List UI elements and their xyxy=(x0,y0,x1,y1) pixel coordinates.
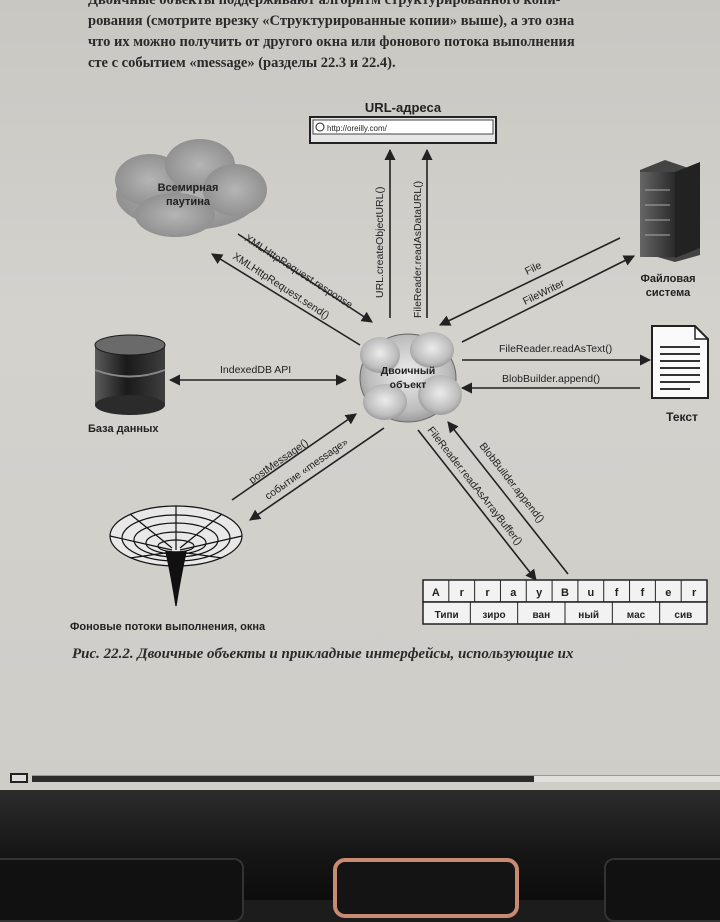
label-indexeddb: IndexedDB API xyxy=(220,364,291,376)
center-label-line: объект xyxy=(390,379,427,391)
arrows xyxy=(168,148,652,581)
arrow-file xyxy=(438,237,621,326)
progress-fill xyxy=(32,776,535,782)
arrow-file-writer xyxy=(461,255,636,343)
figure-caption: Рис. 22.2. Двоичные объекты и прикладные… xyxy=(72,646,712,663)
typed-array-cell: ван xyxy=(533,610,551,621)
label-blob-append-text: BlobBuilder.append() xyxy=(502,373,600,385)
label-blob-append-ab: BlobBuilder.append() xyxy=(477,440,547,525)
typed-array-cell: зиро xyxy=(482,610,505,621)
array-buffer-letter: u xyxy=(587,587,594,599)
array-buffer-letter: B xyxy=(561,587,569,599)
body-line: Двоичные объекты поддерживают алгоритм с… xyxy=(88,0,561,8)
home-button[interactable] xyxy=(333,858,519,918)
db-label: База данных xyxy=(88,423,159,435)
url-box-title: URL-адреса xyxy=(365,100,442,115)
typed-array-cell: ный xyxy=(578,610,599,621)
database-icon xyxy=(94,334,166,415)
fs-label-line: Файловая xyxy=(641,273,696,285)
book-progress-icon xyxy=(10,773,28,783)
array-buffer-letter: A xyxy=(432,587,440,599)
arrow-xhr-response xyxy=(211,253,361,346)
label-file: File xyxy=(523,259,544,277)
body-line: что их можно получить от другого окна ил… xyxy=(88,34,575,50)
typed-array-cell: мас xyxy=(627,610,646,621)
text-label: Текст xyxy=(666,410,698,424)
progress-track xyxy=(32,775,720,782)
web-cloud: Всемирная паутина xyxy=(115,139,267,237)
body-line: рования (смотрите врезку «Структурирован… xyxy=(88,13,575,29)
arrow-post-message xyxy=(231,413,357,501)
array-buffer-letter: r xyxy=(460,587,465,599)
array-buffer-letter: y xyxy=(536,587,543,599)
array-buffer-letter: e xyxy=(665,587,671,599)
typed-array-cell: сив xyxy=(674,610,692,621)
array-buffer-letter: a xyxy=(510,587,517,599)
url-value: http://oreilly.com/ xyxy=(327,124,388,133)
right-hardware-button[interactable] xyxy=(604,858,720,922)
body-paragraph: Двоичные объекты поддерживают алгоритм с… xyxy=(88,0,720,74)
server-icon xyxy=(640,160,700,262)
book-page: Двоичные объекты поддерживают алгоритм с… xyxy=(0,0,720,790)
arrow-read-as-arraybuffer xyxy=(417,429,537,581)
array-buffer-letter: f xyxy=(641,587,645,599)
array-buffer-letter: r xyxy=(692,587,697,599)
center-label-line: Двоичный xyxy=(381,365,436,377)
array-buffer-letter: f xyxy=(615,587,619,599)
arrow-blob-append-ab xyxy=(447,421,569,575)
label-data-url: FileReader.readAsDataURL() xyxy=(412,181,424,318)
fs-label-line: система xyxy=(646,287,691,299)
web-label-line: Всемирная xyxy=(158,182,219,194)
web-label-line: паутина xyxy=(166,196,211,208)
arrow-message-event xyxy=(249,427,385,521)
caption-text: Двоичные объекты и прикладные интерфейсы… xyxy=(137,646,574,662)
label-create-url: URL.createObjectURL() xyxy=(374,187,386,298)
caption-number: Рис. 22.2. xyxy=(72,646,134,662)
globe-icon xyxy=(315,122,325,132)
blob-cloud: Двоичный объект xyxy=(359,332,462,423)
document-icon xyxy=(651,325,709,399)
label-read-as-text: FileReader.readAsText() xyxy=(499,343,612,355)
workers-label: Фоновые потоки выполнения, окна xyxy=(70,621,266,633)
arrow-xhr-send xyxy=(237,233,373,323)
array-buffer-letter: r xyxy=(485,587,490,599)
vortex-icon xyxy=(109,505,243,607)
reading-progress xyxy=(0,770,720,786)
left-hardware-button[interactable] xyxy=(0,858,244,922)
typed-array-cell: Типи xyxy=(435,610,459,621)
body-line: сте с событием «message» (разделы 22.3 и… xyxy=(88,55,396,71)
url-box: http://oreilly.com/ xyxy=(309,116,497,144)
blob-diagram: URL-адреса http://oreilly.com/ Всемирная… xyxy=(70,100,709,633)
